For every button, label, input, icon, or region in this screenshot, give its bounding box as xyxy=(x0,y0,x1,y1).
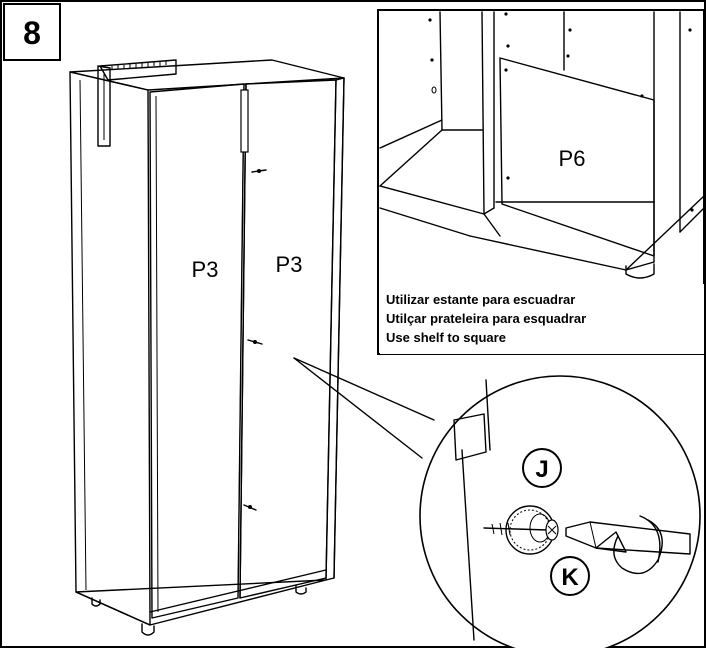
step-number: 8 xyxy=(23,15,41,51)
foot-front-right xyxy=(295,585,307,595)
foot-front-mid xyxy=(141,623,155,636)
magnifier-circle xyxy=(419,375,701,648)
screw-j xyxy=(483,519,559,541)
instruction-es: Utilizar estante para escuadrar xyxy=(386,292,575,307)
panel-label-right-door: P3 xyxy=(276,252,303,277)
hinge-screw-top xyxy=(251,169,267,173)
cabinet xyxy=(69,59,345,636)
hinge-screw-mid xyxy=(247,339,263,345)
screwdriver-k xyxy=(565,515,691,575)
step-number-box: 8 xyxy=(3,3,61,61)
part-badge-k xyxy=(550,556,590,596)
inset-shelf-detail: P6 Utilizar estante para escuadrar Utilç… xyxy=(377,9,705,355)
cabinet-base xyxy=(75,579,327,626)
hinge-screw-bottom xyxy=(243,504,257,511)
part-letter-j: J xyxy=(535,456,548,483)
back-panel-p6 xyxy=(499,57,655,257)
part-badge-j xyxy=(522,448,562,488)
hinge-callout: J K xyxy=(293,357,701,648)
instruction-en: Use shelf to square xyxy=(386,330,506,345)
instruction-pt: Utilçar prateleira para esquadrar xyxy=(386,311,586,326)
panel-label-back: P6 xyxy=(559,146,586,171)
part-letter-k: K xyxy=(561,564,579,591)
panel-label-left-door: P3 xyxy=(192,257,219,282)
square-ruler-tool xyxy=(97,59,177,147)
foot-front-left xyxy=(91,597,101,607)
door-handle-groove xyxy=(240,89,249,153)
